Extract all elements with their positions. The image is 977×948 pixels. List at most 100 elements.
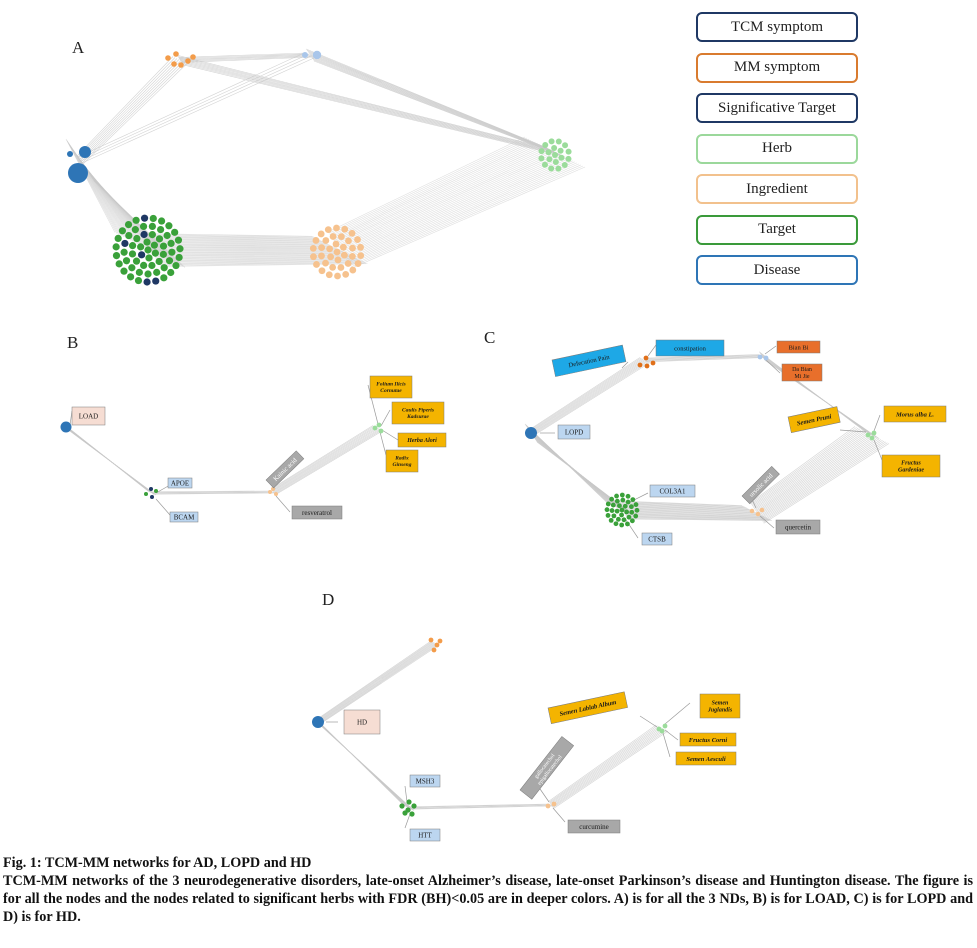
network-edge <box>552 729 666 808</box>
network-node <box>372 425 378 431</box>
network-edge <box>272 426 377 492</box>
node-label-d-corni: Fructus Corni <box>679 732 737 747</box>
node-label-d-msh3: MSH3 <box>409 774 441 788</box>
network-edge <box>78 58 178 159</box>
network-node <box>135 268 143 276</box>
network-node <box>614 493 619 499</box>
label-box <box>655 339 725 357</box>
network-edge <box>755 432 869 511</box>
legend-label: Herb <box>762 140 792 156</box>
network-edge <box>180 55 313 62</box>
node-label-c-col3a1: COL3A1 <box>649 484 696 498</box>
network-edge <box>316 641 433 721</box>
network-node <box>555 138 562 145</box>
network-node <box>609 496 615 502</box>
network-edge <box>623 511 761 516</box>
node-label-c-defecation: Defecation Pain <box>551 344 627 377</box>
network-edge <box>761 440 885 521</box>
network-node <box>354 236 361 243</box>
label-text: Herba Alori <box>406 438 437 444</box>
network-edge <box>152 492 275 494</box>
network-edge <box>274 430 384 496</box>
network-node <box>175 253 183 262</box>
label-text: Fructus <box>901 461 921 467</box>
node-label-d-hd: HD <box>343 709 381 735</box>
network-node <box>60 421 72 433</box>
label-box <box>547 691 628 724</box>
label-text: Kadsurae <box>406 414 429 420</box>
network-edge <box>762 442 888 523</box>
network-edge <box>616 501 744 507</box>
network-node <box>865 432 871 438</box>
legend-item-herb: Herb <box>696 133 858 164</box>
network-edge <box>337 149 550 248</box>
legend-label: Ingredient <box>746 180 808 197</box>
network-node <box>322 259 329 267</box>
network-edge <box>146 244 332 246</box>
label-text: CTSB <box>648 535 666 543</box>
network-edge <box>317 642 434 722</box>
network-node <box>148 261 156 270</box>
network-node <box>326 245 334 253</box>
network-edge <box>625 514 766 518</box>
panel-letter-c: C <box>484 328 496 347</box>
network-edge <box>179 53 308 59</box>
label-connector <box>664 729 679 741</box>
network-edge <box>151 491 273 493</box>
network-edge <box>622 511 760 515</box>
label-text: APOE <box>171 479 189 487</box>
network-node <box>167 268 175 277</box>
network-edge <box>313 60 566 158</box>
network-node <box>406 799 412 805</box>
network-edge <box>146 245 333 247</box>
network-node <box>546 156 553 163</box>
network-node <box>605 501 611 507</box>
network-edge <box>317 642 435 722</box>
label-connector <box>275 495 291 513</box>
network-edge <box>76 56 174 157</box>
network-edge <box>409 805 553 809</box>
network-edge <box>308 52 552 151</box>
network-edge <box>309 54 554 152</box>
network-node <box>168 248 176 256</box>
network-edge <box>316 641 433 721</box>
network-edge <box>551 728 665 807</box>
network-node <box>325 271 333 279</box>
network-edge <box>752 429 862 507</box>
network-node <box>312 716 324 728</box>
network-node <box>140 214 149 222</box>
network-edge <box>144 242 328 245</box>
network-node <box>268 490 272 494</box>
network-node <box>431 647 437 653</box>
network-edge <box>646 357 766 363</box>
network-node <box>757 354 763 360</box>
network-node <box>144 492 148 496</box>
network-edge <box>644 354 761 360</box>
network-node <box>274 492 278 496</box>
network-node <box>140 261 148 269</box>
network-node <box>614 508 620 514</box>
network-edge <box>623 512 763 516</box>
network-edge <box>348 162 577 264</box>
network-edge <box>182 63 561 156</box>
network-node <box>552 158 559 165</box>
network-node <box>626 514 632 520</box>
network-node <box>557 147 564 154</box>
label-connector <box>621 361 629 369</box>
network-edge <box>273 428 379 493</box>
network-node <box>125 231 133 240</box>
network-edge <box>620 508 755 513</box>
network-node <box>376 422 382 428</box>
network-node <box>348 252 356 260</box>
network-edge <box>531 360 646 434</box>
network-node <box>165 257 174 265</box>
network-node <box>542 141 549 148</box>
network-edge <box>553 730 669 809</box>
network-node <box>114 234 122 243</box>
network-node <box>399 803 405 809</box>
network-node <box>143 278 151 286</box>
network-edge <box>77 52 306 158</box>
network-edge <box>151 491 274 494</box>
